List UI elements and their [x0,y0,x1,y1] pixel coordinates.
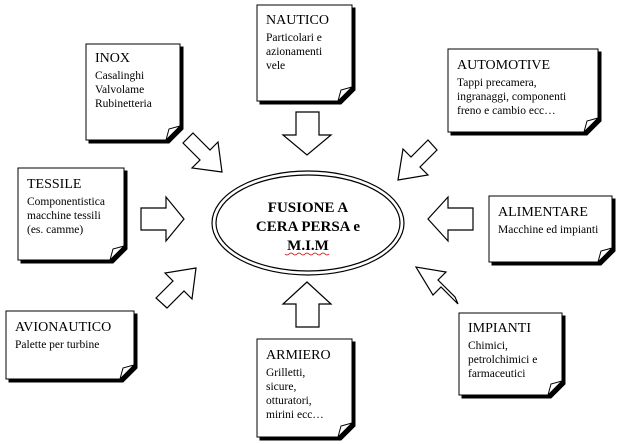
note-title: IMPIANTI [468,321,531,336]
note-avionautico: AVIONAUTICO Palette per turbine [5,310,135,380]
note-title: INOX [95,51,130,66]
note-line: Grilletti, [266,367,305,379]
arrow-from-inox [182,132,223,173]
note-inox: INOX Casalinghi Valvolame Rubinetteria [85,43,181,141]
note-line: Particolari e [266,32,322,44]
note-line: Casalinghi [95,70,144,82]
note-line: (es. camme) [27,224,83,236]
note-line: Valvolame [95,84,144,96]
arrow-from-impianti [414,266,459,305]
note-automotive: AUTOMOTIVE Tappi precamera, ingranaggi, … [447,48,599,133]
note-title: TESSILE [27,177,81,192]
note-line: Rubinetteria [95,98,152,110]
arrow-from-armiero [281,281,333,328]
center-line-3: M.I.M [287,238,329,254]
arrow-from-nautico [281,111,333,156]
note-tessile: TESSILE Componentistica macchine tessili… [17,167,125,261]
note-title: NAUTICO [266,13,329,28]
note-title: ARMIERO [266,348,331,363]
center-ellipse: FUSIONE A CERA PERSA e M.I.M [211,170,405,276]
center-line-1: FUSIONE A [268,200,349,216]
note-line: azionamenti [266,46,322,58]
note-line: ingranaggi, componenti [457,91,566,103]
spellcheck-underline [284,252,330,256]
note-line: sicure, [266,381,296,393]
note-line: macchine tessili [27,210,101,222]
note-line: mirini ecc… [266,409,324,421]
note-line: Chimici, [468,340,508,352]
note-line: Componentistica [27,196,105,208]
note-title: AUTOMOTIVE [457,58,550,73]
note-line: petrolchimici e [468,354,537,366]
center-line-2: CERA PERSA e [256,219,361,235]
note-impianti: IMPIANTI Chimici, petrolchimici e farmac… [458,312,563,396]
note-line: Palette per turbine [15,339,99,351]
arrow-from-alimentare [427,195,474,243]
note-alimentare: ALIMENTARE Macchine ed impianti [488,195,613,263]
note-line: otturatori, [266,395,312,407]
note-line: Macchine ed impianti [498,224,598,236]
note-nautico: NAUTICO Particolari e azionamenti vele [256,4,353,102]
arrow-from-avionautico [155,267,197,309]
arrow-from-tessile [140,195,185,243]
note-title: ALIMENTARE [498,205,588,220]
note-line: farmaceutici [468,368,525,380]
note-title: AVIONAUTICO [15,320,111,335]
note-line: Tappi precamera, [457,77,537,89]
note-line: vele [266,60,285,72]
note-line: freno e cambio ecc… [457,105,556,117]
arrow-from-automotive [397,139,438,181]
note-armiero: ARMIERO Grilletti, sicure, otturatori, m… [256,338,353,438]
